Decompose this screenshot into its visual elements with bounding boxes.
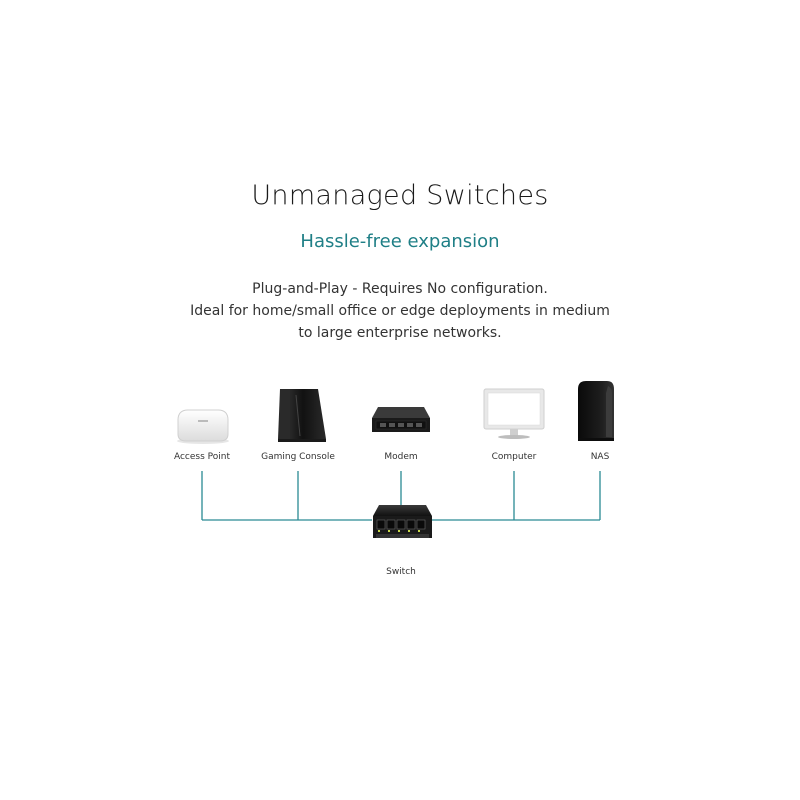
page-subtitle: Hassle-free expansion: [300, 231, 500, 252]
label-nas: NAS: [590, 452, 610, 462]
modem-icon: [372, 407, 430, 432]
description-line-2: Ideal for home/small office or edge depl…: [190, 303, 610, 319]
gaming-console-icon: [278, 389, 326, 442]
label-gaming-console: Gaming Console: [261, 452, 335, 462]
label-computer: Computer: [491, 452, 537, 462]
label-modem: Modem: [384, 452, 418, 462]
page-title: Unmanaged Switches: [251, 180, 549, 211]
nas-icon: [578, 381, 614, 441]
description: Plug-and-Play - Requires No configuratio…: [0, 278, 800, 344]
description-line-1: Plug-and-Play - Requires No configuratio…: [252, 281, 548, 297]
computer-icon: [483, 388, 545, 439]
connector-lines: [201, 471, 601, 521]
label-switch: Switch: [386, 567, 416, 577]
description-line-3: to large enterprise networks.: [298, 325, 502, 341]
switch-icon: [373, 505, 432, 538]
access-point-icon: [177, 409, 229, 444]
label-access-point: Access Point: [173, 452, 231, 462]
